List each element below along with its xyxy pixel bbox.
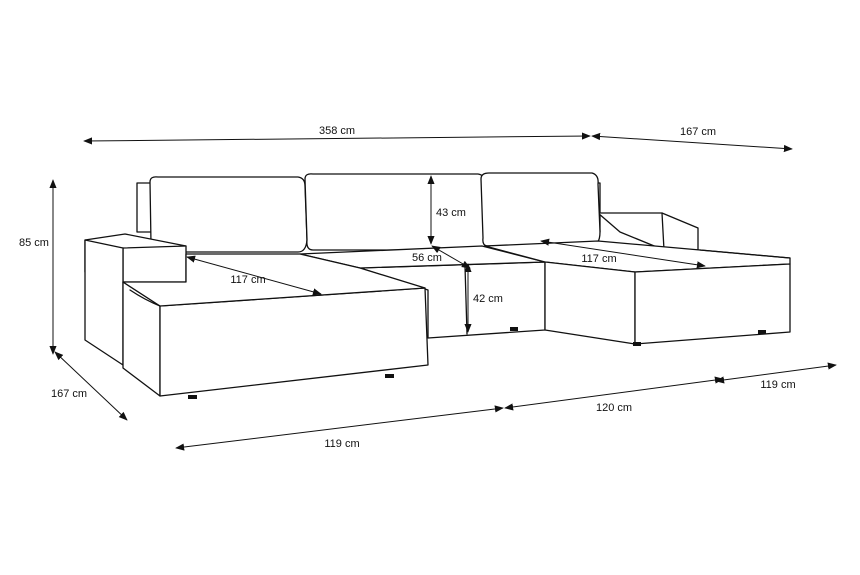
left-depth-label: 167 cm <box>51 388 87 400</box>
left-chaise-length-line <box>186 255 322 296</box>
right-depth-line <box>591 132 793 153</box>
left-chaise-length-label: 117 cm <box>230 274 265 286</box>
total-width-label: 358 cm <box>319 125 355 137</box>
left-width-label: 119 cm <box>324 438 359 450</box>
left-chaise-front <box>159 287 429 397</box>
right-chaise-front <box>634 263 791 345</box>
back-cushion-right <box>480 172 601 247</box>
seat-depth-label: 56 cm <box>412 252 442 264</box>
back-height-label: 43 cm <box>436 207 466 219</box>
height-label: 85 cm <box>19 237 49 249</box>
total-width-line <box>83 132 591 145</box>
dimension-labels: 358 cm 167 cm 85 cm 167 cm 119 cm 120 cm… <box>19 125 796 450</box>
seat-height-label: 42 cm <box>473 293 503 305</box>
right-chaise-length-line <box>540 238 706 269</box>
right-depth-label: 167 cm <box>680 126 716 138</box>
middle-width-label: 120 cm <box>596 402 632 414</box>
right-chaise-length-label: 117 cm <box>581 253 616 265</box>
seat-depth-line <box>431 245 471 269</box>
back-cushion-left <box>149 176 308 253</box>
left-depth-line <box>54 351 128 421</box>
middle-width-line <box>504 376 724 411</box>
right-width-line <box>715 362 837 384</box>
dimension-lines <box>49 132 837 451</box>
right-width-label: 119 cm <box>760 379 795 391</box>
left-width-line <box>175 405 504 451</box>
